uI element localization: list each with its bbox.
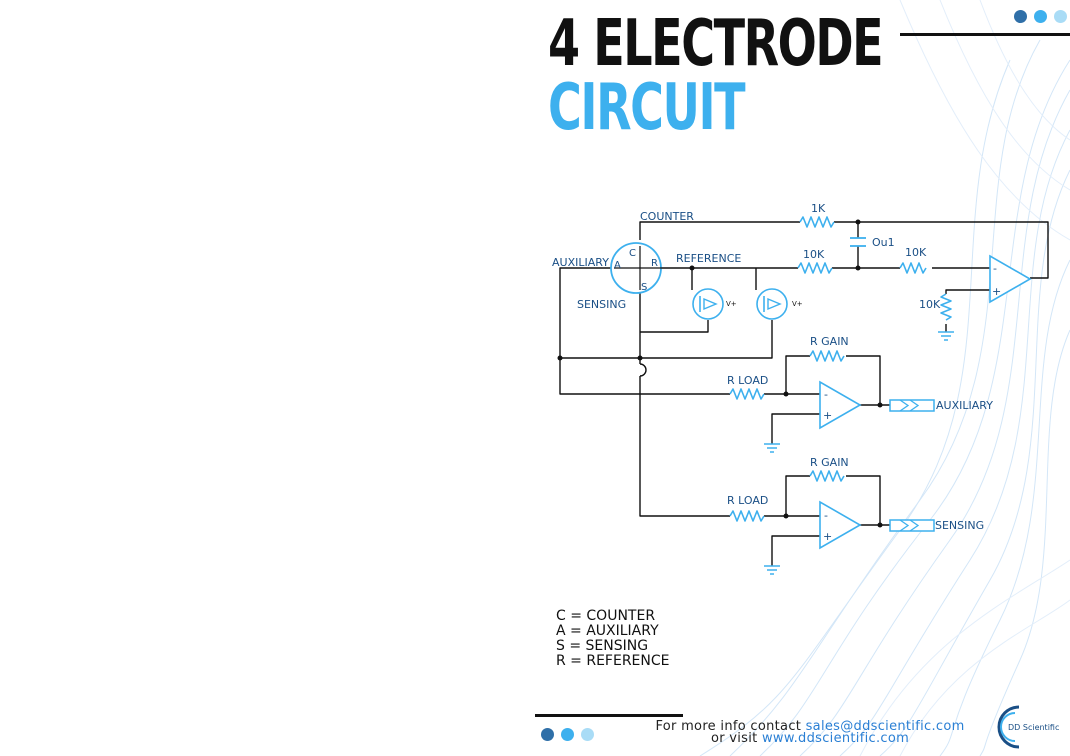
resistor-rgain-1 xyxy=(809,350,845,362)
label-counter: COUNTER xyxy=(640,210,694,223)
label-auxiliary-electrode: AUXILIARY xyxy=(552,256,609,269)
dd-scientific-logo-icon xyxy=(997,705,1020,749)
label-cap: Ou1 xyxy=(872,236,895,249)
label-10k-c: 10K xyxy=(919,298,941,311)
top-dot-light xyxy=(1054,10,1067,23)
label-vplus-2: V+ xyxy=(792,300,803,308)
electrode-letter-a: A xyxy=(614,260,621,271)
bottom-dot-light xyxy=(581,728,594,741)
resistor-10k-b xyxy=(899,262,927,274)
electrode-icon xyxy=(610,242,662,294)
bottom-dot-dark xyxy=(541,728,554,741)
capacitor-icon xyxy=(850,237,866,247)
wire-aux xyxy=(559,267,640,395)
label-vplus-1: V+ xyxy=(726,300,737,308)
opamp-top-icon xyxy=(989,254,1032,304)
buffer-transistor-1-icon xyxy=(692,288,724,320)
email-link[interactable]: sales@ddscientific.com xyxy=(805,719,965,734)
electrode-letter-r: R xyxy=(651,258,658,269)
opamp-aux-icon xyxy=(819,380,862,430)
label-rgain-1: R GAIN xyxy=(810,335,849,348)
bottom-dot-mid xyxy=(561,728,574,741)
label-reference: REFERENCE xyxy=(676,252,741,265)
legend-item: A = AUXILIARY xyxy=(556,623,659,639)
wire-1k-right xyxy=(834,221,1049,279)
opamp-sens-plus: + xyxy=(823,530,832,543)
connector-aux-icon xyxy=(889,399,935,412)
wire-buffer1 xyxy=(640,268,709,333)
wire-plus-input xyxy=(945,289,990,294)
junction-dots xyxy=(557,219,883,528)
wire-counter xyxy=(639,221,800,240)
opamp-aux-plus: + xyxy=(823,409,832,422)
top-dot-dark xyxy=(1014,10,1027,23)
resistor-1k xyxy=(799,216,835,228)
website-link[interactable]: www.ddscientific.com xyxy=(762,731,910,746)
ground-icons xyxy=(764,331,954,575)
opamp-top-minus: - xyxy=(993,262,997,275)
title-line-2: CIRCUIT xyxy=(548,71,746,145)
wire-sensing-hop xyxy=(639,363,647,377)
footer-line2-prefix: or visit xyxy=(710,731,762,746)
bottom-rule xyxy=(535,714,683,717)
opamp-top-plus: + xyxy=(992,285,1001,298)
label-1k: 1K xyxy=(811,202,826,215)
connector-sens-icon xyxy=(889,519,935,532)
resistor-10k-a xyxy=(797,262,833,274)
label-10k-a: 10K xyxy=(803,248,825,261)
buffer-transistor-2-icon xyxy=(756,288,788,320)
electrode-letter-c: C xyxy=(629,248,636,259)
label-output-sensing: SENSING xyxy=(935,519,984,532)
opamp-sens-minus: - xyxy=(824,509,828,522)
footer-contact: For more info contact sales@ddscientific… xyxy=(640,719,980,746)
wire-sens-plus xyxy=(771,535,820,566)
wire-buffer2 xyxy=(560,268,773,359)
label-rgain-2: R GAIN xyxy=(810,456,849,469)
wire-sensing-down xyxy=(639,376,730,517)
electrode-legend: C = COUNTER A = AUXILIARY S = SENSING R … xyxy=(556,609,670,669)
opamp-sens-icon xyxy=(819,500,862,550)
label-rload-1: R LOAD xyxy=(727,374,768,387)
footer-line1-prefix: For more info contact xyxy=(655,719,806,734)
label-sensing-electrode: SENSING xyxy=(577,298,626,311)
legend-item: C = COUNTER xyxy=(556,608,656,624)
legend-item: R = REFERENCE xyxy=(556,653,670,669)
resistor-rload-2 xyxy=(729,510,765,522)
title-line-1: 4 ELECTRODE xyxy=(548,7,884,81)
wire-sens-fb xyxy=(785,475,881,525)
resistor-rload-1 xyxy=(729,388,765,400)
resistor-rgain-2 xyxy=(809,470,845,482)
label-rload-2: R LOAD xyxy=(727,494,768,507)
legend-item: S = SENSING xyxy=(556,638,649,654)
logo-text: DD Scientific xyxy=(1008,723,1060,732)
electrode-letter-s: S xyxy=(641,282,647,293)
label-output-auxiliary: AUXILIARY xyxy=(936,399,993,412)
label-10k-b: 10K xyxy=(905,246,927,259)
wire-aux-plus xyxy=(771,413,820,444)
top-dot-mid xyxy=(1034,10,1047,23)
wire-aux-fb xyxy=(785,355,881,405)
resistor-10k-c xyxy=(940,293,952,321)
top-rule xyxy=(900,33,1070,36)
opamp-aux-minus: - xyxy=(824,388,828,401)
